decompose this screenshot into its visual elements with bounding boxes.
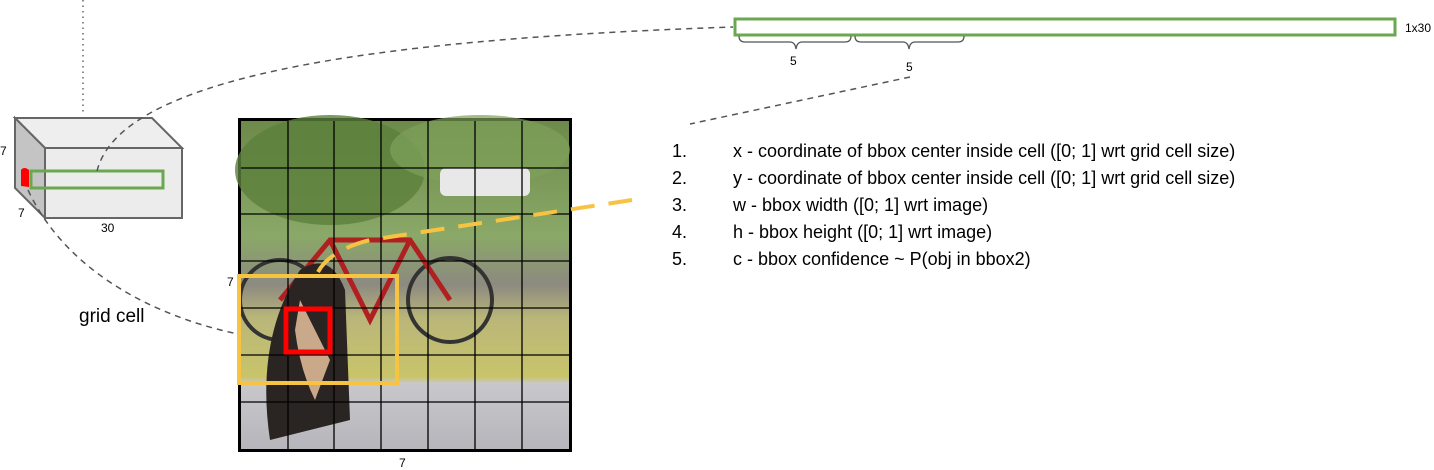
- list-item-text: y - coordinate of bbox center inside cel…: [733, 168, 1235, 188]
- brace-1-label: 5: [790, 54, 797, 68]
- bbox-dashed-connector: [316, 198, 633, 274]
- selected-cell-marker: [21, 168, 29, 187]
- tensor-depth-label: 7: [0, 144, 7, 158]
- list-item-text: x - coordinate of bbox center inside cel…: [733, 141, 1235, 161]
- bbox-params-list: 1. x - coordinate of bbox center inside …: [672, 141, 1235, 269]
- list-item-number: 5.: [672, 249, 687, 269]
- list-item-text: c - bbox confidence ~ P(obj in bbox2): [733, 249, 1031, 269]
- connector-to-vector: [96, 26, 734, 172]
- list-item-number: 3.: [672, 195, 687, 215]
- list-item-text: h - bbox height ([0; 1] wrt image): [733, 222, 992, 242]
- brace-1: [738, 35, 852, 50]
- output-tensor-cube: [12, 115, 185, 221]
- brace-2-label: 5: [906, 60, 913, 74]
- tensor-width-label: 30: [101, 221, 115, 235]
- list-item-number: 2.: [672, 168, 687, 188]
- connector-to-grid-cell: [27, 189, 239, 335]
- list-item-text: w - bbox width ([0; 1] wrt image): [732, 195, 988, 215]
- list-item-number: 1.: [672, 141, 687, 161]
- grid-cell-label: grid cell: [79, 306, 144, 327]
- list-item-number: 4.: [672, 222, 687, 242]
- tensor-height-label: 7: [18, 206, 25, 220]
- brace-2: [854, 35, 965, 50]
- output-vector-bar: [733, 17, 1397, 37]
- connector-to-list: [689, 76, 911, 125]
- bbox-yellow: [237, 274, 399, 385]
- input-image: [235, 115, 572, 452]
- grid-cols-label: 7: [399, 456, 406, 470]
- grid-cell-red: [283, 306, 333, 355]
- grid-rows-label: 7: [227, 275, 234, 289]
- vector-size-label: 1x30: [1405, 21, 1431, 35]
